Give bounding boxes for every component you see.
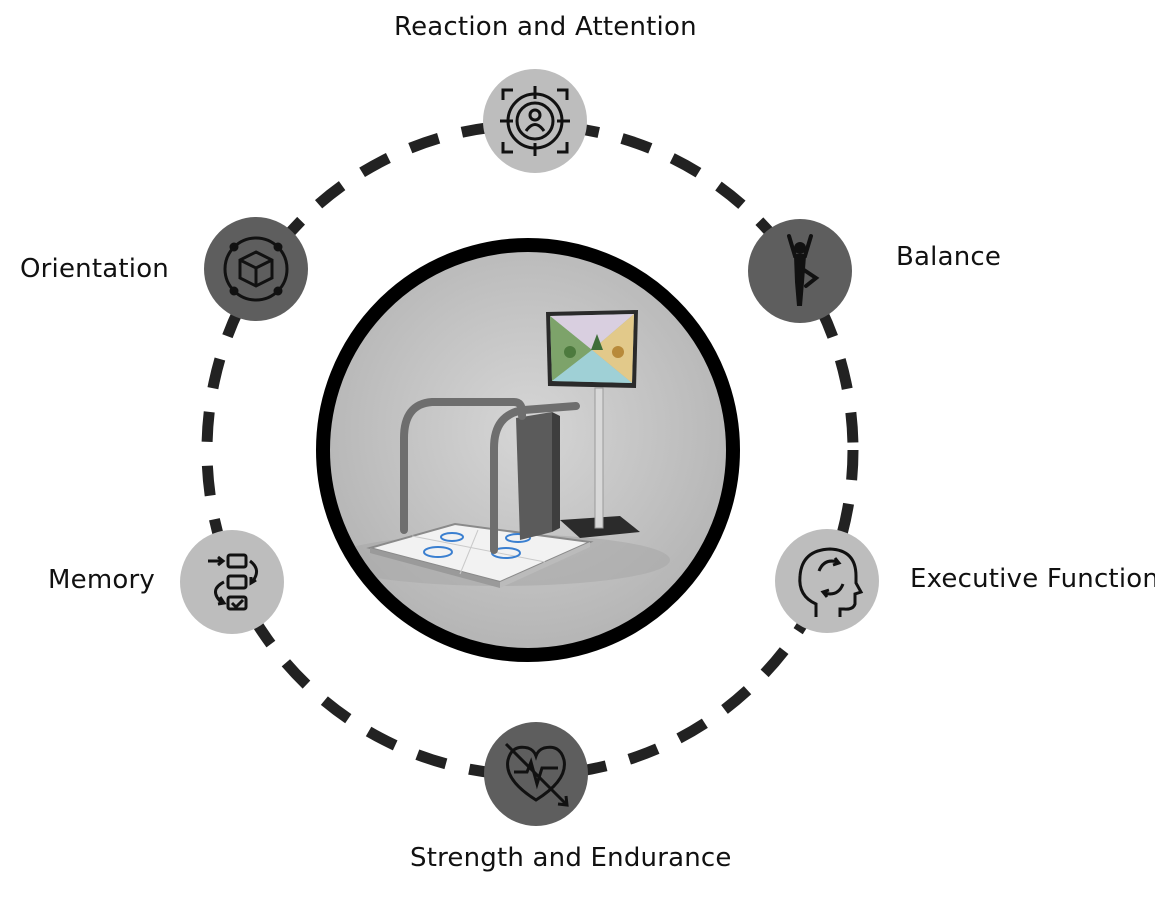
- label-balance: Balance: [896, 242, 1002, 272]
- yoga-tree-pose-icon: [787, 234, 820, 306]
- node-executive-function: [775, 529, 879, 633]
- node-orientation: [204, 217, 308, 321]
- node-strength-endurance: [484, 722, 588, 826]
- label-memory: Memory: [48, 565, 155, 595]
- center-photo: [316, 238, 740, 662]
- target-person-icon: [500, 86, 570, 156]
- node-balance: [748, 219, 852, 323]
- cube-orbit-icon: [223, 236, 289, 302]
- label-executive-function: Executive Function: [910, 564, 1155, 594]
- node-memory: [180, 530, 284, 634]
- label-orientation: Orientation: [20, 254, 169, 284]
- label-strength-endurance: Strength and Endurance: [410, 843, 732, 873]
- training-device-image: [330, 310, 670, 588]
- head-cycle-icon: [798, 547, 864, 617]
- checklist-flow-icon: [208, 553, 258, 611]
- label-reaction-attention: Reaction and Attention: [394, 12, 697, 42]
- node-reaction-attention: [483, 69, 587, 173]
- heart-pulse-icon: [504, 742, 569, 807]
